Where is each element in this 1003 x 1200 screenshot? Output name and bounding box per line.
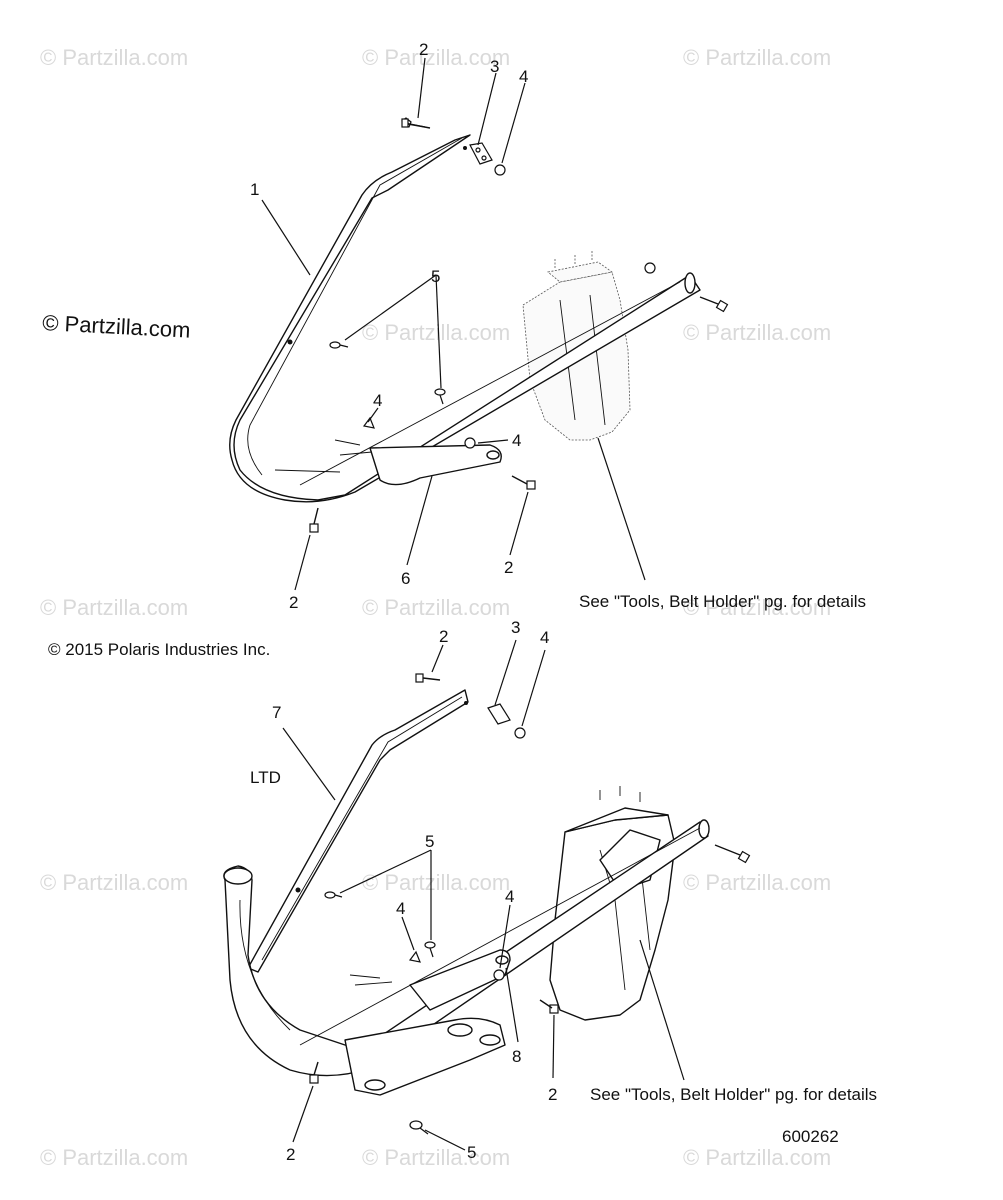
callout-2: 2 xyxy=(419,40,428,59)
belt-holder-note: See "Tools, Belt Holder" pg. for details xyxy=(590,1085,877,1104)
callout-4: 4 xyxy=(540,628,549,647)
lower-leaders xyxy=(282,639,685,1151)
callout-6: 6 xyxy=(401,569,410,588)
belt-holder xyxy=(549,786,676,1021)
copyright: © 2015 Polaris Industries Inc. xyxy=(48,640,270,659)
callout-2: 2 xyxy=(439,627,448,646)
callout-2: 2 xyxy=(504,558,513,577)
watermark: © Partzilla.com xyxy=(362,320,510,345)
watermark-large: © Partzilla.com xyxy=(42,310,191,343)
callout-4: 4 xyxy=(396,899,405,918)
watermark: © Partzilla.com xyxy=(683,870,831,895)
belt-holder-note: See "Tools, Belt Holder" pg. for details xyxy=(579,592,866,611)
watermark: © Partzilla.com xyxy=(362,1145,510,1170)
callout-5: 5 xyxy=(425,832,434,851)
callout-5: 5 xyxy=(431,267,440,286)
callout-4: 4 xyxy=(373,391,382,410)
callout-8: 8 xyxy=(512,1047,521,1066)
callout-2: 2 xyxy=(548,1085,557,1104)
variant-label: LTD xyxy=(250,768,281,787)
lower-assembly: 7 LTD 2 3 4 5 4 4 8 2 2 5 See "Tools, Be… xyxy=(223,618,877,1164)
watermark: © Partzilla.com xyxy=(40,870,188,895)
lower-hardware xyxy=(309,673,751,1135)
watermark: © Partzilla.com xyxy=(362,45,510,70)
upper-assembly: 1 2 3 4 5 4 4 2 2 6 See "Tools, Belt Hol… xyxy=(229,40,866,612)
watermark: © Partzilla.com xyxy=(362,595,510,620)
watermark: © Partzilla.com xyxy=(40,595,188,620)
diagram-number: 600262 xyxy=(782,1127,839,1146)
bracket-6 xyxy=(334,439,502,486)
belt-holder-ghost xyxy=(522,250,631,441)
frame-rail-1 xyxy=(229,134,701,503)
watermark: © Partzilla.com xyxy=(362,870,510,895)
callout-2: 2 xyxy=(286,1145,295,1164)
watermarks: © Partzilla.com © Partzilla.com © Partzi… xyxy=(40,45,831,1170)
callout-4: 4 xyxy=(505,887,514,906)
callout-5: 5 xyxy=(467,1143,476,1162)
watermark: © Partzilla.com xyxy=(683,1145,831,1170)
watermark: © Partzilla.com xyxy=(40,1145,188,1170)
watermark: © Partzilla.com xyxy=(683,595,831,620)
frame-rail-7 xyxy=(247,689,469,973)
watermark: © Partzilla.com xyxy=(40,45,188,70)
upper-leaders xyxy=(261,57,646,591)
watermark: © Partzilla.com xyxy=(683,45,831,70)
bumper-tube xyxy=(223,819,710,1077)
callout-7: 7 xyxy=(272,703,281,722)
callout-2: 2 xyxy=(289,593,298,612)
callout-4: 4 xyxy=(519,67,528,86)
callout-1: 1 xyxy=(250,180,259,199)
callout-3: 3 xyxy=(511,618,520,637)
upper-hardware xyxy=(309,117,729,533)
watermark: © Partzilla.com xyxy=(683,320,831,345)
callout-3: 3 xyxy=(490,57,499,76)
callout-4: 4 xyxy=(512,431,521,450)
